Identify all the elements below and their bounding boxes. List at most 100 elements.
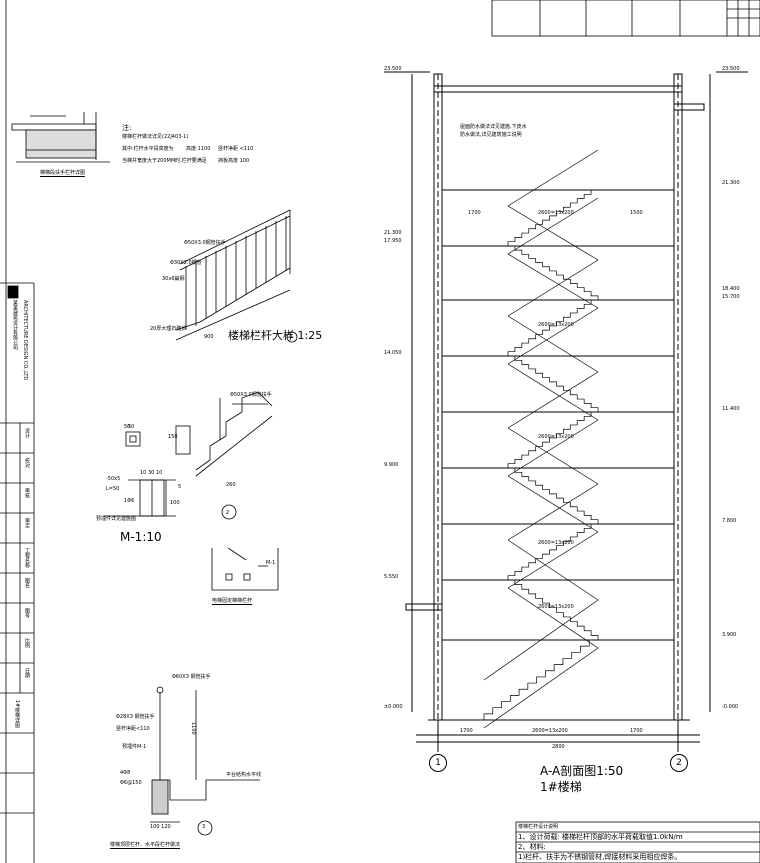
strip-company-en: ARCHITECTURE DESIGN CO.,LTD (22, 300, 28, 381)
strip-drawing-name: 图名 (24, 578, 30, 588)
step-profile-drawing (125, 391, 273, 520)
top-rail-callout-1: Φ60X3 钢管扶手 (172, 674, 211, 680)
run-label-3: 2600=13x200 (538, 434, 574, 440)
stair-handrail-3 (507, 259, 599, 317)
handrail-callout-1: Φ50X3.0钢管扶手 (184, 240, 226, 246)
stair-slab-2 (507, 253, 599, 309)
stair-slab-1 (507, 197, 599, 255)
m1-dim-6: 5 (178, 484, 182, 490)
top-rail-callout-2: Φ28X3 钢管扶手 (116, 714, 155, 720)
axis-bubble-1: 1 (429, 754, 447, 772)
guard-note-line-5: 竖杆净距 <110 (218, 146, 254, 152)
top-rail-dim-platform: 平台结构水平线 (226, 772, 262, 778)
handrail-callout-2: Φ30X2.0钢管 (170, 260, 202, 266)
strip-project: 工程名称 (24, 548, 30, 568)
landing-dim-2: 1500 (630, 210, 643, 216)
right-elev-2: 18.400 (722, 286, 740, 292)
section-title: A-A剖面图1:50 (540, 764, 624, 778)
guard-detail-label: 梯梯段扶手栏杆详图 (40, 170, 86, 177)
stair-flight-6 (508, 467, 599, 524)
step-callout-1: Φ50X3.0钢管扶手 (230, 392, 272, 398)
m1-dim-5: 1Φ6 (124, 498, 135, 504)
section-subtitle: 1#楼梯 (540, 780, 582, 794)
handrail-perspective-drawing (175, 209, 298, 343)
left-elev-0: 23.500 (384, 66, 402, 72)
bottom-dim-3: 1700 (630, 728, 643, 734)
m1-label: M-1:10 (120, 530, 162, 544)
guard-note-line-2: 其中:栏杆水平段高度为 (122, 146, 174, 152)
stair-slab-9 (483, 647, 599, 729)
top-rail-dim-base: 100 120 (150, 824, 171, 830)
strip-designer: 设计 (24, 428, 30, 438)
run-label-4: 2600=13x200 (538, 540, 574, 546)
step-dim-150: 150 (168, 434, 178, 440)
bottom-dim-1: 1700 (460, 728, 473, 734)
fixing-label: 电梯固定梯梯栏杆 (212, 598, 253, 605)
top-rail-callout-4: 预埋件M-1 (122, 744, 147, 750)
top-rail-callout-3: 竖杆净距<110 (116, 726, 150, 732)
axis-bubble-2: 2 (670, 754, 688, 772)
left-title-strip (0, 0, 35, 863)
stair-slab-3 (507, 307, 599, 365)
stair-handrail-5 (507, 371, 599, 429)
stair-slab-5 (507, 419, 599, 477)
bottom-dim-2: 2600=13x200 (532, 728, 568, 734)
run-label-1: 2600=13x200 (538, 210, 574, 216)
top-rail-detail-drawing (150, 686, 260, 836)
guard-note-header: 注: (122, 124, 132, 132)
stair-slab-6 (507, 475, 599, 533)
stair-handrail-9 (483, 599, 599, 681)
right-elev-0: 23.500 (722, 66, 740, 72)
handrail-callout-3: 30x6扁钢 (162, 276, 185, 282)
strip-checker: 校对 (24, 458, 30, 468)
stair-slab-7 (507, 531, 599, 589)
run-label-5: 2600=13x200 (538, 604, 574, 610)
top-rail-callout-6: Φ6@150 (120, 780, 142, 786)
guard-note-line-3: 当梯井宽度大于200MM时,栏杆要满足 (122, 158, 207, 164)
roof-note-2: 防水做法,详见建筑施工说明 (460, 132, 522, 138)
landing-dim-1: 1700 (468, 210, 481, 216)
top-rail-label: 楼梯顶层栏杆、水平段栏杆做法 (110, 842, 181, 849)
handrail-bubble: 1 (290, 334, 294, 340)
handrail-callout-4: 20厚大理石踏步 (150, 326, 187, 332)
m1-dim-4: 10 30 10 (140, 470, 163, 476)
stair-flight-4 (508, 355, 599, 412)
m1-dim-7: 100 (170, 500, 180, 506)
section-frame (384, 71, 748, 752)
right-elev-6: 3.900 (722, 632, 737, 638)
stair-slab-4 (507, 363, 599, 421)
strip-company: 某某建筑设计有限公司 (12, 300, 18, 350)
m1-dim-1: 50 (124, 424, 131, 430)
top-rail-bubble: 3 (202, 824, 206, 830)
left-elev-2: 17.950 (384, 238, 402, 244)
right-elev-7: -0.000 (722, 704, 739, 710)
left-elev-1: 21.300 (384, 230, 402, 236)
stair-handrail-7 (507, 483, 599, 541)
notes-header: 楼梯栏杆设计说明 (518, 824, 559, 830)
stair-flight-5 (507, 411, 598, 468)
stair-handrail-2 (507, 205, 599, 261)
right-elev-3: 15.700 (722, 294, 740, 300)
left-elev-3: 14.050 (384, 350, 402, 356)
strip-drawing-no: 图号 (24, 608, 30, 618)
step-bubble: 2 (226, 510, 230, 516)
step-dim-50: 50 (128, 424, 135, 430)
left-elev-4: 9.900 (384, 462, 399, 468)
stair-flight-3 (507, 299, 598, 356)
stair-flight-9 (483, 639, 598, 720)
left-elev-5: 5.550 (384, 574, 399, 580)
stair-flight-7 (507, 523, 598, 580)
handrail-dim: 900 (204, 334, 214, 340)
top-rail-callout-5: 4Φ8 (120, 770, 131, 776)
stair-handrail-6 (507, 427, 599, 485)
roof-note-1: 屋面防水做法详见建施,下皮水 (460, 124, 527, 130)
run-label-2: 2600=13x200 (538, 322, 574, 328)
fixing-detail-drawing (211, 547, 279, 591)
m1-note: 预埋件详见建施图 (96, 516, 137, 522)
guard-note-line-1: 楼梯栏杆做法详见(22J403-1) (122, 134, 189, 140)
strip-reviewer: 审核 (24, 488, 30, 498)
stair-runs (483, 149, 599, 729)
stair-handrail-4 (507, 315, 599, 373)
guard-note-line-4: 高度:1100 (186, 146, 211, 152)
